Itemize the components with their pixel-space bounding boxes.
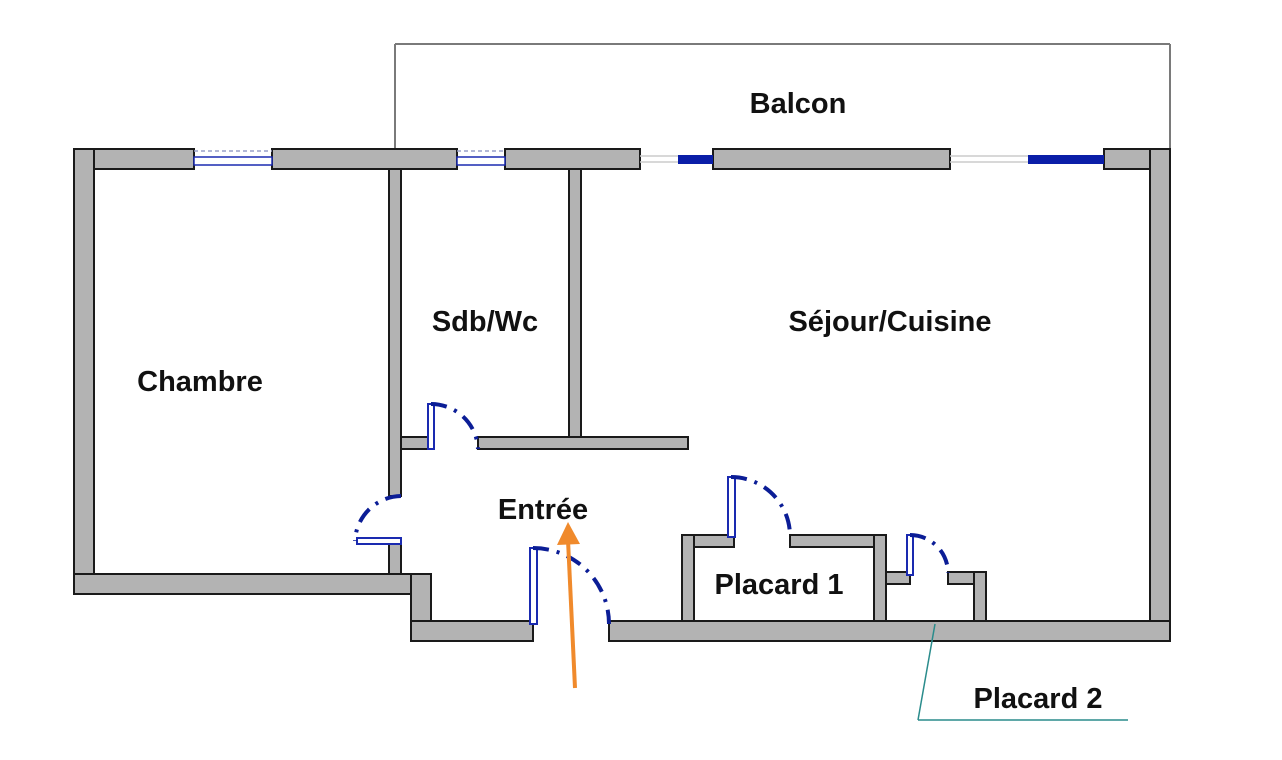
door-placard-1 — [727, 475, 792, 538]
room-label-sdb-wc: Sdb/Wc — [432, 306, 538, 338]
window-sdb — [456, 150, 506, 166]
interior-walls — [388, 168, 987, 622]
windows — [193, 150, 1104, 166]
window-chambre — [193, 150, 273, 166]
room-label-chambre: Chambre — [137, 366, 263, 398]
room-label-placard-1: Placard 1 — [715, 569, 844, 601]
window-sejour-2 — [950, 155, 1104, 164]
placard-2-leader — [917, 623, 1128, 721]
doors — [353, 401, 950, 625]
room-label-placard-2: Placard 2 — [974, 683, 1103, 715]
door-sdb — [427, 401, 480, 450]
room-label-sejour-cuisine: Séjour/Cuisine — [788, 306, 991, 338]
door-chambre — [353, 494, 402, 545]
door-entrance — [529, 546, 611, 625]
exterior-walls — [73, 148, 1171, 642]
balcony-outline — [394, 43, 1171, 150]
entry-arrow — [557, 522, 580, 689]
window-sejour-1 — [640, 155, 713, 164]
door-placard-2 — [906, 533, 950, 576]
room-label-balcon: Balcon — [750, 88, 847, 120]
room-label-entree: Entrée — [498, 494, 588, 526]
